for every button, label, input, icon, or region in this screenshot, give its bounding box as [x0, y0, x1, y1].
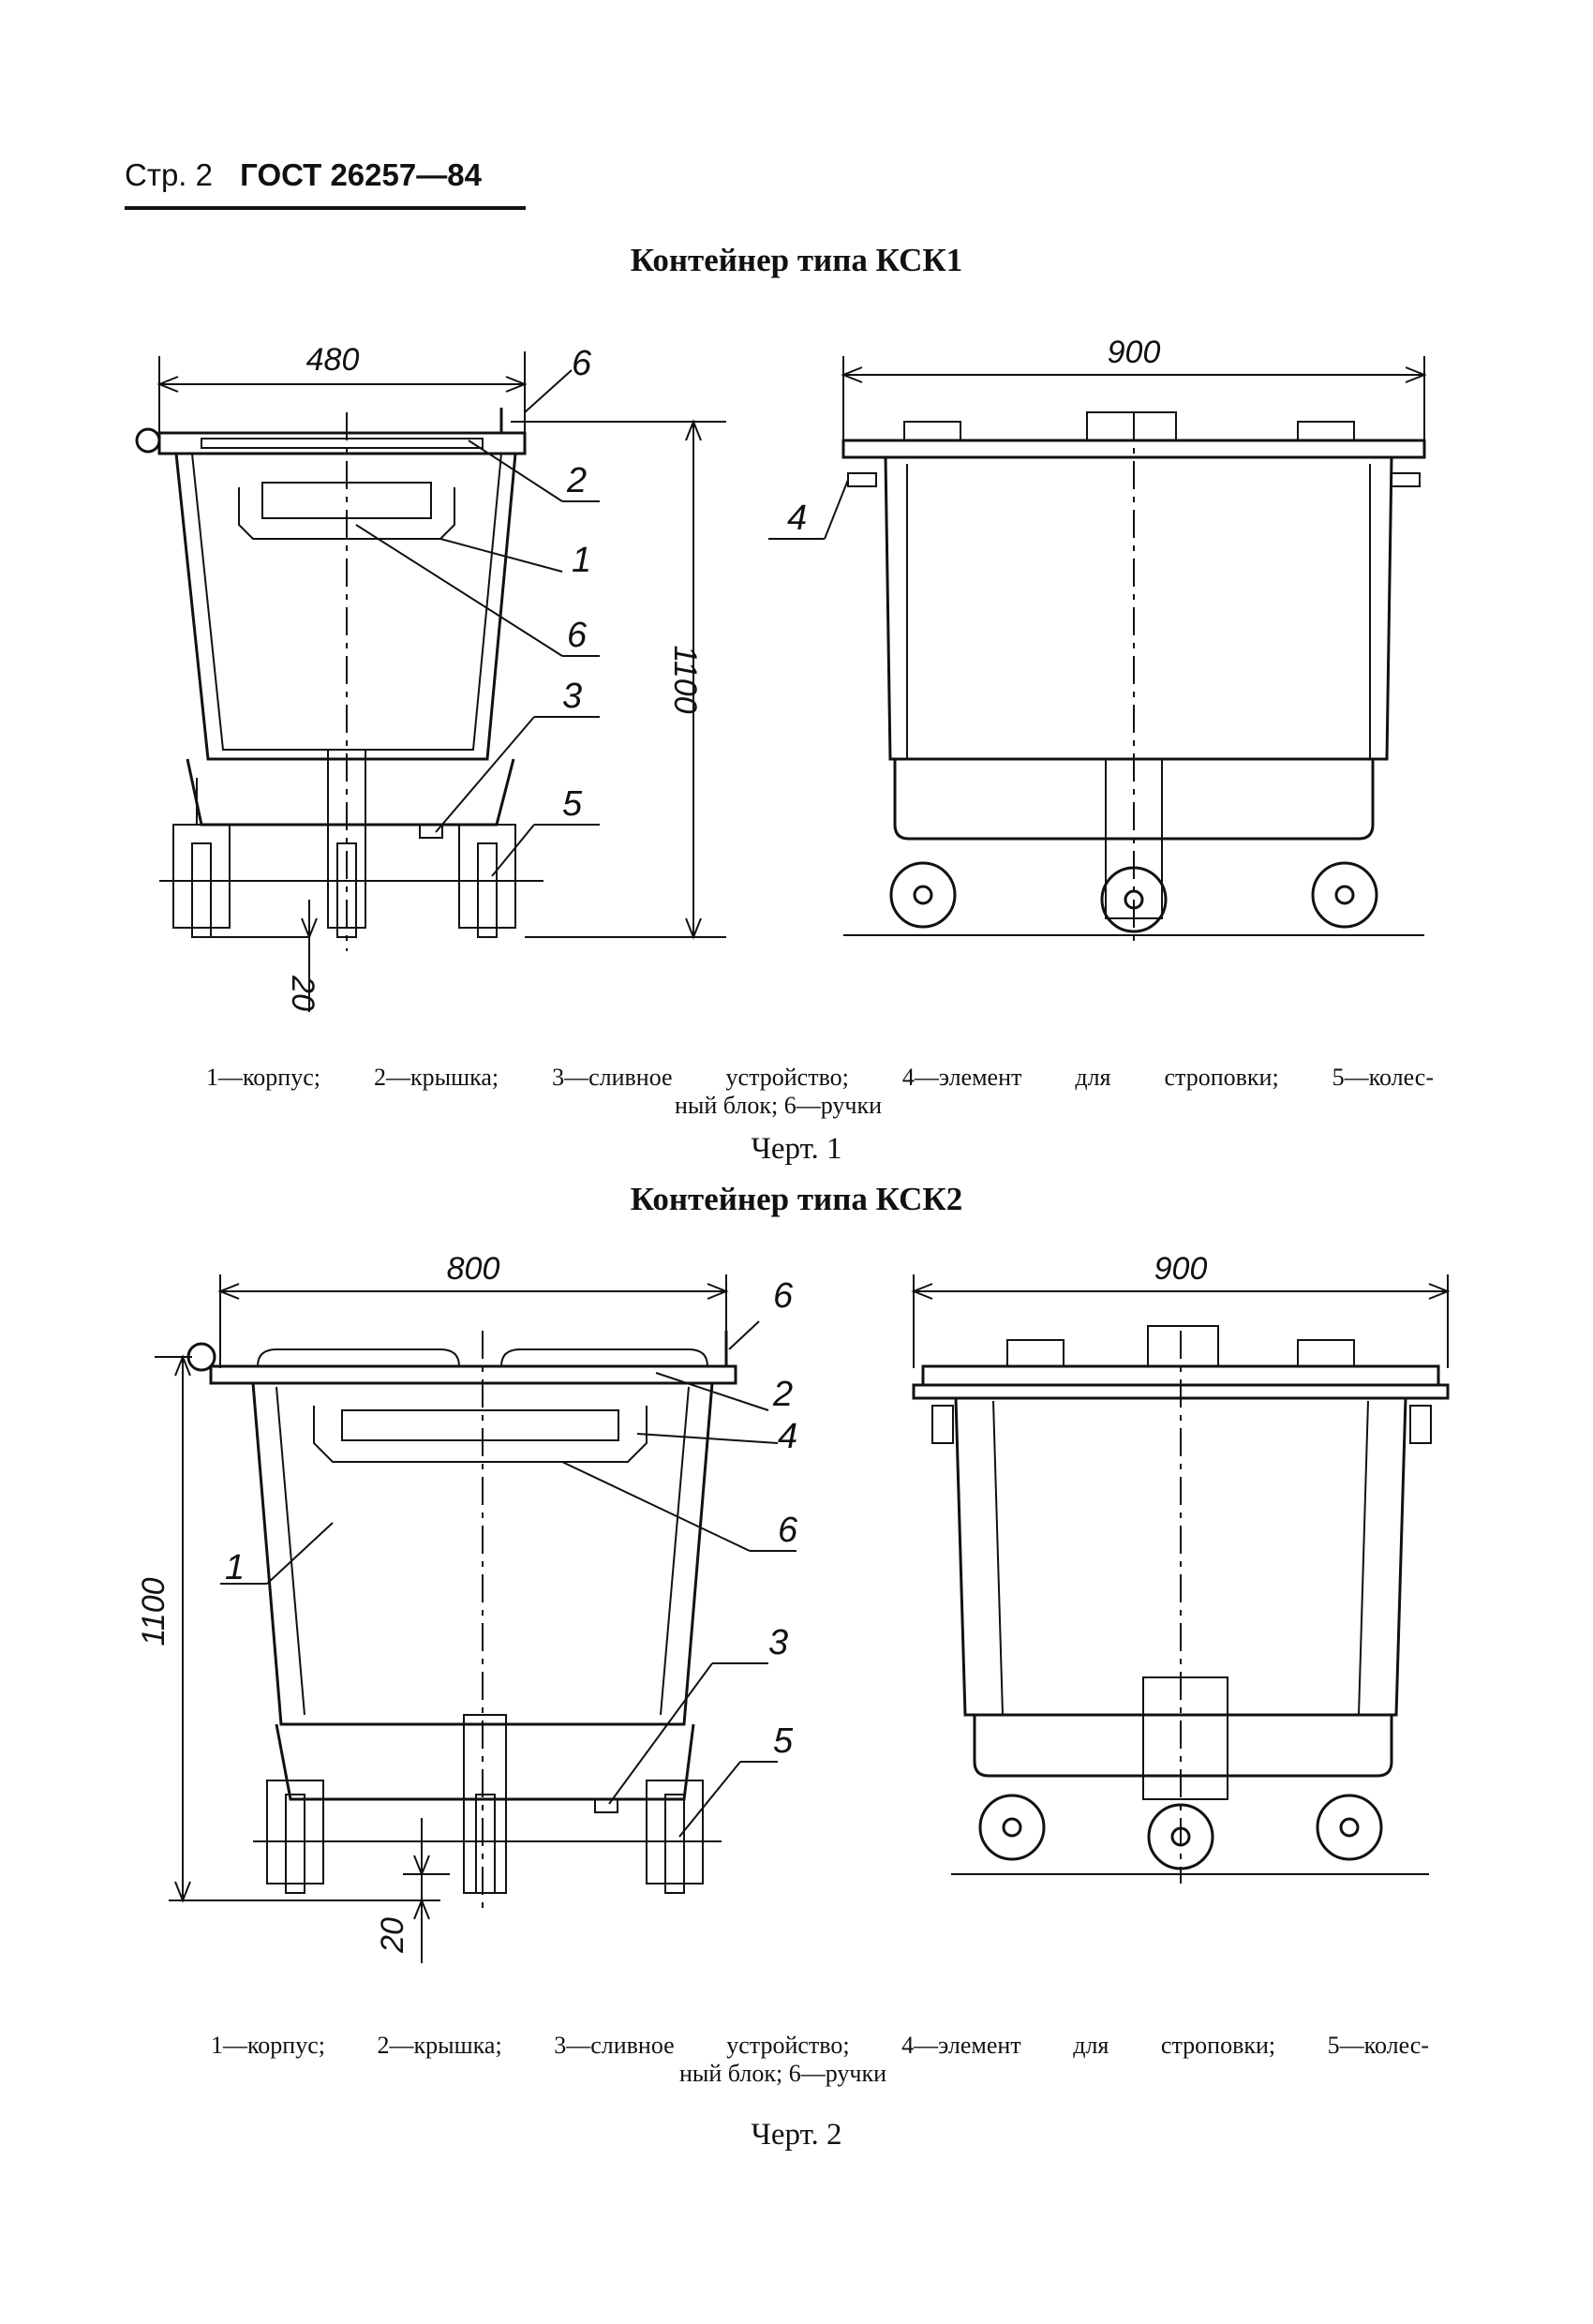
figure1-legend: 1—корпус; 2—крышка; 3—сливное устройство…: [206, 1064, 1434, 1120]
fig1-height-dim: 1100: [667, 645, 703, 713]
fig2-left-width-dim: 800: [447, 1251, 500, 1287]
fig2-label-5: 5: [773, 1721, 794, 1761]
standard-number: ГОСТ 26257—84: [240, 157, 482, 192]
fig1-right-width-dim: 900: [1108, 335, 1161, 370]
fig1-label-4: 4: [787, 499, 807, 538]
figure1-legend-line2: ный блок; 6—ручки: [675, 1092, 882, 1119]
fig2-label-1: 1: [225, 1548, 245, 1587]
fig2-label-6a: 6: [773, 1276, 794, 1316]
figure2-caption: Черт. 2: [751, 2118, 842, 2152]
fig1-label-5: 5: [562, 784, 583, 824]
fig2-label-6b: 6: [778, 1511, 798, 1550]
fig2-right-width-dim: 900: [1154, 1251, 1208, 1287]
fig2-height-dim: 1100: [136, 1577, 171, 1646]
page-number: Стр. 2: [125, 157, 213, 192]
figure1-caption: Черт. 1: [751, 1132, 842, 1166]
figure2-title: Контейнер типа КСК2: [630, 1181, 963, 1217]
fig1-label-2: 2: [566, 461, 587, 500]
figure1-legend-line1: 1—корпус; 2—крышка; 3—сливное устройство…: [206, 1064, 1434, 1091]
fig1-clearance-dim: 20: [285, 975, 320, 1011]
figure2-legend: 1—корпус; 2—крышка; 3—сливное устройство…: [211, 2032, 1429, 2088]
fig1-label-3: 3: [562, 677, 582, 716]
figure2-legend-line1: 1—корпус; 2—крышка; 3—сливное устройство…: [211, 2032, 1429, 2059]
header-rule: [125, 206, 526, 210]
fig1-label-6b: 6: [567, 616, 588, 655]
figure1-title: Контейнер типа КСК1: [630, 242, 963, 278]
fig1-left-width-dim: 480: [306, 342, 360, 378]
fig1-label-6a: 6: [572, 344, 592, 383]
figure2-legend-line2: ный блок; 6—ручки: [679, 2060, 886, 2087]
fig2-label-2: 2: [772, 1375, 793, 1414]
fig2-clearance-dim: 20: [375, 1917, 410, 1954]
page-header: Стр. 2 ГОСТ 26257—84: [125, 157, 482, 193]
fig2-label-4: 4: [778, 1417, 797, 1456]
fig2-label-3: 3: [768, 1623, 788, 1662]
fig1-label-1: 1: [572, 541, 591, 580]
